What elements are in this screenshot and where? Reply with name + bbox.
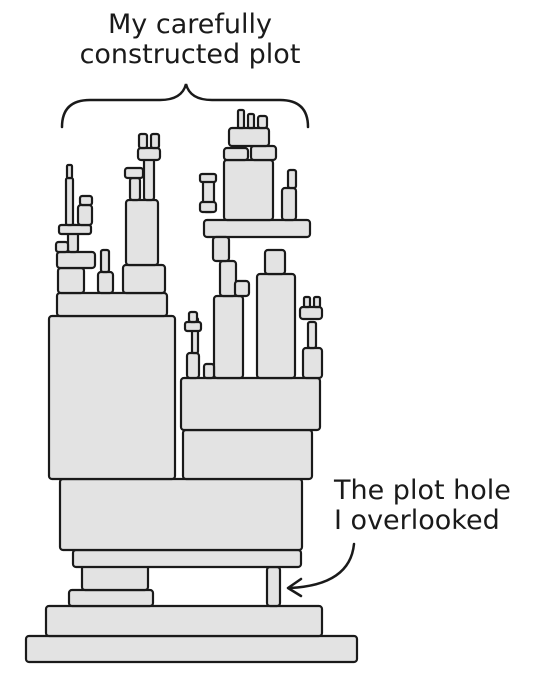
right-spire-c	[256, 114, 269, 130]
right-step-tip-b	[312, 295, 322, 309]
arrowhead-icon	[286, 577, 303, 598]
right-spire-a	[236, 108, 246, 130]
right-box-cap-b	[249, 144, 278, 162]
right-left-cap	[198, 172, 218, 184]
center-column	[124, 198, 160, 267]
left-small-block	[56, 266, 86, 295]
base-slab	[24, 634, 359, 664]
right-box	[222, 158, 275, 222]
right-lower-block	[181, 428, 314, 481]
left-spire-top	[65, 163, 74, 180]
right-top-bar	[227, 126, 271, 148]
right-beam-foot	[211, 235, 231, 263]
right-left-base	[198, 200, 218, 214]
center-finial-a	[137, 132, 149, 150]
left-foot	[80, 563, 150, 592]
left-tiny-top	[99, 248, 111, 274]
left-mini-bar	[183, 320, 203, 333]
right-mid-block	[212, 294, 245, 380]
left-mini-knob	[202, 362, 216, 380]
left-ledge	[55, 250, 97, 270]
center-cap-block	[121, 263, 167, 295]
left-spire	[64, 176, 75, 227]
left-mini-post	[185, 351, 201, 380]
center-top-bar	[136, 146, 162, 162]
top-caption-line-2: constructed plot	[79, 39, 301, 70]
block-tower	[24, 108, 359, 664]
curly-brace	[60, 83, 310, 129]
top-caption: My carefully constructed plot	[0, 10, 380, 70]
left-knob-cap	[78, 194, 94, 207]
plot-hole-caption: The plot hole I overlooked	[334, 476, 511, 536]
right-side-post	[280, 186, 298, 222]
plot-hole-caption-line-2: I overlooked	[334, 505, 500, 536]
main-base-block	[58, 477, 304, 552]
left-knob	[76, 203, 94, 227]
right-tall-cap	[263, 248, 287, 276]
top-caption-line-1: My carefully	[108, 9, 272, 40]
right-step-post	[306, 320, 318, 350]
right-mid-post	[218, 259, 238, 298]
left-cap	[55, 291, 169, 318]
center-post	[142, 156, 156, 202]
center-finial-b	[149, 132, 161, 150]
right-beam	[202, 218, 312, 239]
right-step-tip-a	[302, 295, 312, 309]
right-knob	[233, 279, 251, 298]
right-step-block	[301, 346, 324, 380]
plot-hole-leg	[265, 565, 282, 608]
left-step	[67, 588, 155, 608]
right-step-bar	[298, 305, 324, 321]
center-post-cap	[123, 166, 145, 180]
left-flag	[54, 240, 70, 254]
plot-hole-caption-line-1: The plot hole	[334, 475, 511, 506]
left-main-block	[47, 314, 177, 481]
lower-slab	[44, 604, 324, 638]
right-spire-b	[246, 112, 256, 130]
right-tall-block	[255, 272, 297, 380]
right-box-cap-a	[222, 146, 250, 162]
right-side-finial	[286, 168, 298, 190]
foundation-beam	[71, 548, 303, 569]
pointer-arrow	[288, 542, 356, 590]
left-tiny-post	[96, 270, 115, 295]
left-bar	[57, 223, 93, 236]
center-post-2	[128, 176, 142, 202]
right-upper-block	[179, 376, 322, 432]
left-mini-tip	[187, 310, 199, 324]
